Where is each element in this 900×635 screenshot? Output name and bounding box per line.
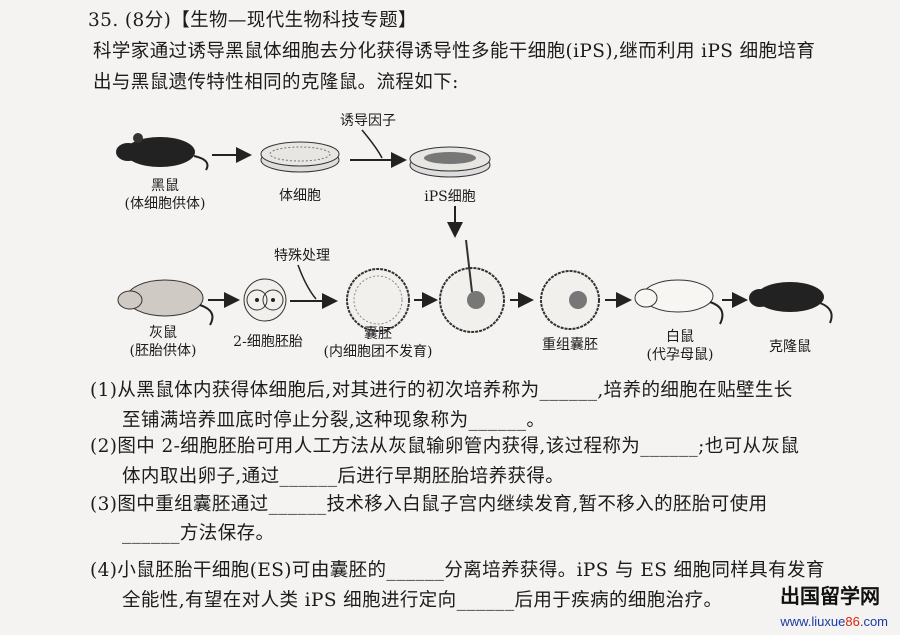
- sub-question-4-line-2: 全能性,有望在对人类 iPS 细胞进行定向______后用于疾病的细胞治疗。: [122, 590, 723, 611]
- label-somatic-cells: 体细胞: [279, 188, 321, 204]
- label-white-mouse: 白鼠: [666, 329, 694, 345]
- label-gray-mouse: 灰鼠: [149, 325, 177, 341]
- label-white-mouse-role: (代孕母鼠): [646, 347, 714, 363]
- inducing-arrow: [361, 129, 383, 159]
- sub-question-4-line-1: (4)小鼠胚胎干细胞(ES)可由囊胚的______分离培养获得。iPS 与 ES…: [90, 560, 825, 581]
- sub-question-2-line-2: 体内取出卵子,通过______后进行早期胚胎培养获得。: [122, 466, 565, 487]
- treatment-arrow: [297, 264, 317, 300]
- white-mouse-image: [634, 279, 724, 325]
- label-gray-mouse-role: (胚胎供体): [129, 343, 197, 359]
- url-part: www.liuxue: [780, 614, 846, 629]
- label-two-cell-embryo: 2-细胞胚胎: [233, 334, 303, 350]
- watermark-url: www.liuxue86.com: [780, 614, 888, 629]
- recombinant-blastocyst-image: [540, 270, 600, 330]
- watermark-logo-text: 出国留学网: [780, 584, 880, 608]
- black-mouse-image: [116, 133, 209, 171]
- label-inducing-factor: 诱导因子: [340, 113, 396, 129]
- injection-blastocyst-image: [439, 239, 505, 333]
- label-blastocyst: 囊胚: [364, 326, 392, 342]
- blastocyst-image: [346, 268, 410, 332]
- petri-dish-somatic: [260, 141, 340, 173]
- label-special-treatment: 特殊处理: [274, 248, 330, 264]
- label-blastocyst-note: (内细胞团不发育): [323, 344, 433, 360]
- cloned-mouse-image: [749, 282, 833, 324]
- url-part-highlight: 86: [845, 614, 860, 629]
- sub-question-3-line-2: ______方法保存。: [122, 523, 275, 544]
- sub-question-1-line-1: (1)从黑鼠体内获得体细胞后,对其进行的初次培养称为______,培养的细胞在贴…: [90, 380, 793, 401]
- question-header: 35. (8分)【生物—现代生物科技专题】: [88, 10, 417, 31]
- label-black-mouse-role: (体细胞供体): [124, 196, 206, 212]
- intro-line-1: 科学家通过诱导黑鼠体细胞去分化获得诱导性多能干细胞(iPS),继而利用 iPS …: [93, 41, 816, 62]
- gray-mouse-image: [117, 279, 214, 326]
- petri-dish-ips: [409, 146, 491, 178]
- url-part: .com: [859, 614, 888, 629]
- label-ips-cells: iPS细胞: [424, 189, 476, 205]
- sub-question-2-line-1: (2)图中 2-细胞胚胎可用人工方法从灰鼠输卵管内获得,该过程称为______;…: [90, 436, 800, 457]
- two-cell-embryo-image: [243, 278, 287, 322]
- sub-question-1-line-2: 至铺满培养皿底时停止分裂,这种现象称为______。: [122, 410, 546, 431]
- intro-line-2: 出与黑鼠遗传特性相同的克隆鼠。流程如下:: [93, 72, 459, 93]
- label-black-mouse: 黑鼠: [151, 178, 179, 194]
- sub-question-3-line-1: (3)图中重组囊胚通过______技术移入白鼠子宫内继续发育,暂不移入的胚胎可使…: [90, 494, 768, 515]
- label-recombinant-blastocyst: 重组囊胚: [542, 337, 598, 353]
- label-cloned-mouse: 克隆鼠: [769, 339, 811, 355]
